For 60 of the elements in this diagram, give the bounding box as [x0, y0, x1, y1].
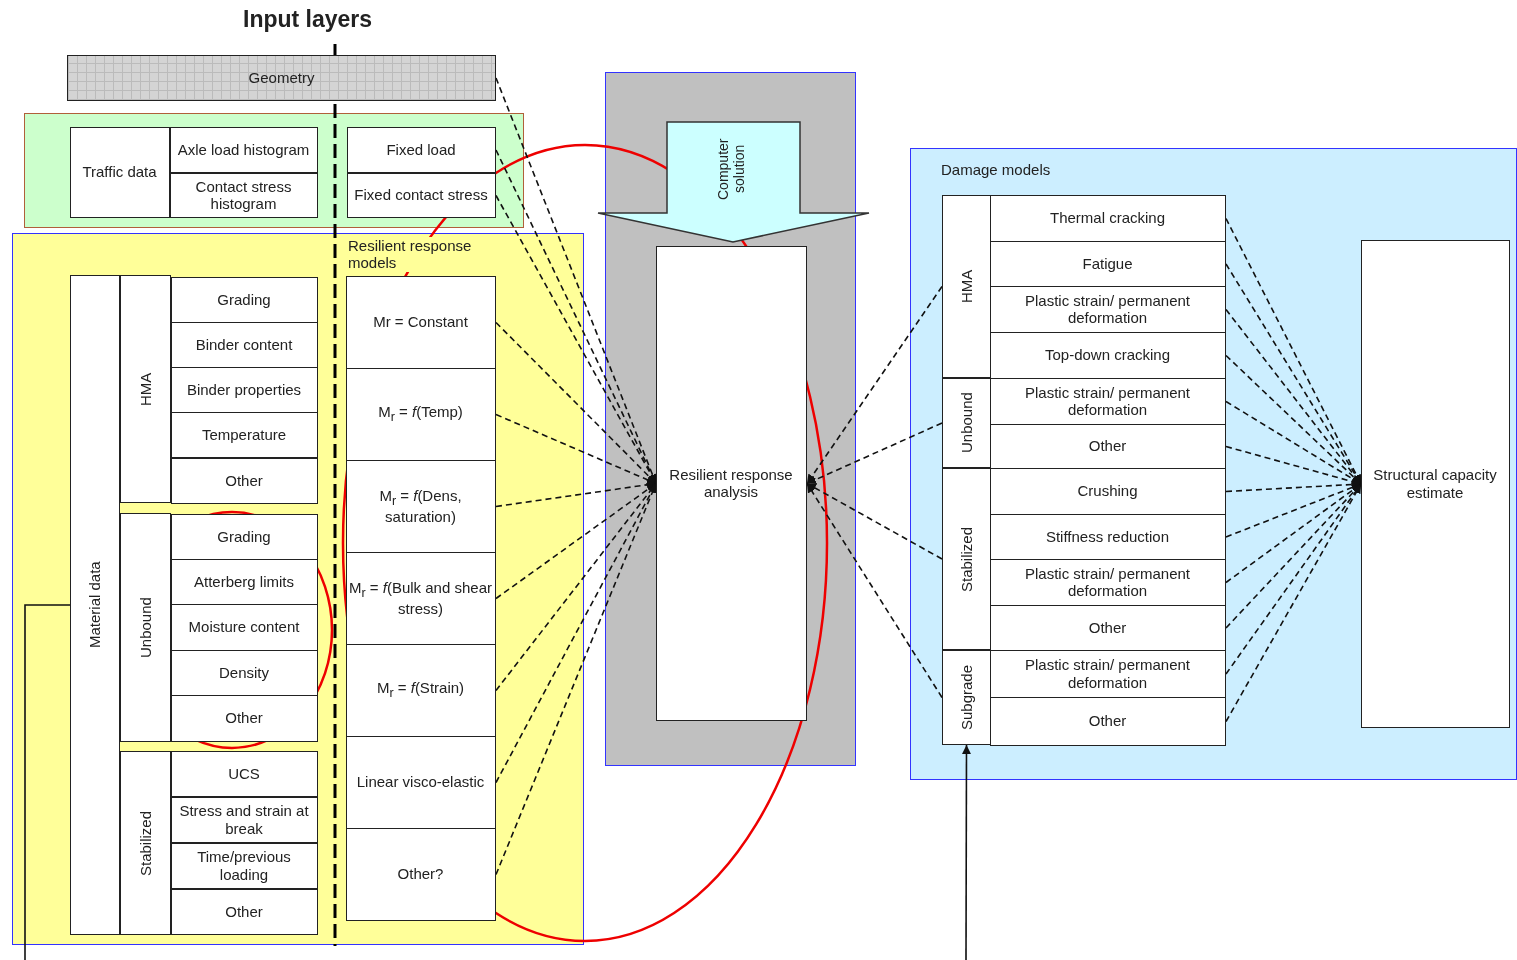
- item-box: UCS: [170, 750, 318, 797]
- traffic-panel: [24, 113, 524, 228]
- geometry-bar: Geometry: [67, 55, 496, 101]
- arrow-label: Computer solution: [714, 136, 747, 202]
- item-box: Other: [989, 423, 1226, 469]
- item-box: Plastic strain/ permanent deformation: [989, 558, 1226, 606]
- dashed-arrow: [806, 285, 943, 485]
- dashed-arrow: [806, 422, 943, 485]
- analysis-box: Resilient response analysis: [655, 245, 807, 721]
- item-box: Other: [989, 604, 1226, 651]
- item-box: Other?: [345, 827, 496, 921]
- damage-panel: [910, 148, 1517, 780]
- item-box: Linear visco-elastic: [345, 735, 496, 829]
- item-box: Other: [989, 696, 1226, 746]
- category-box: Stabilized: [941, 467, 991, 650]
- item-box: Stress and strain at break: [170, 796, 318, 843]
- item-box: Other: [170, 457, 318, 504]
- item-box: Plastic strain/ permanent deformation: [989, 285, 1226, 333]
- category-box: Subgrade: [941, 649, 991, 745]
- connector-line: [24, 604, 71, 960]
- item-box: Stiffness reduction: [989, 513, 1226, 560]
- item-box: Time/previous loading: [170, 842, 318, 889]
- item-box: M$_{r}$ = f(Bulk and shear stress): [345, 551, 496, 645]
- item-box: Axle load histogram: [169, 126, 318, 173]
- item-box: Binder properties: [170, 366, 318, 413]
- dashed-arrow: [1225, 483, 1362, 675]
- item-box: Top-down cracking: [989, 331, 1226, 379]
- item-box: Plastic strain/ permanent deformation: [989, 649, 1226, 698]
- panel-heading: Damage models: [941, 161, 1051, 179]
- item-box: Grading: [170, 276, 318, 323]
- title: Input layers: [243, 6, 373, 33]
- category-box: Stabilized: [119, 750, 171, 935]
- materials-panel: [12, 233, 584, 945]
- item-box: Fixed contact stress: [346, 172, 496, 218]
- item-box: Crushing: [989, 467, 1226, 515]
- item-box: Fixed load: [346, 126, 496, 173]
- block-arrow: [596, 120, 870, 243]
- item-box: Fatigue: [989, 240, 1226, 287]
- item-box: Plastic strain/ permanent deformation: [989, 377, 1226, 425]
- item-box: Binder content: [170, 321, 318, 368]
- item-box: Traffic data: [69, 126, 170, 218]
- item-box: Temperature: [170, 411, 318, 458]
- item-box: Thermal cracking: [989, 194, 1226, 242]
- item-box: M$_{r}$ = f(Dens, saturation): [345, 459, 496, 553]
- dashed-arrow: [1225, 483, 1362, 723]
- item-box: M$_{r}$ = f(Strain): [345, 643, 496, 737]
- category-box: HMA: [941, 194, 991, 378]
- item-box: M$_{r}$ = f(Temp): [345, 367, 496, 461]
- category-box: Material data: [69, 274, 120, 935]
- item-box: Contact stress histogram: [169, 172, 318, 218]
- item-box: Mr = Constant: [345, 275, 496, 369]
- dashed-arrow: [806, 482, 943, 699]
- item-box: Other: [170, 888, 318, 935]
- dashed-arrow: [495, 413, 657, 485]
- dashed-arrow: [806, 482, 943, 560]
- arrow: [962, 744, 971, 960]
- category-box: HMA: [119, 274, 171, 503]
- dashed-arrow: [495, 480, 657, 508]
- category-box: Unbound: [941, 377, 991, 468]
- result-box: Structural capacity estimate: [1360, 239, 1510, 728]
